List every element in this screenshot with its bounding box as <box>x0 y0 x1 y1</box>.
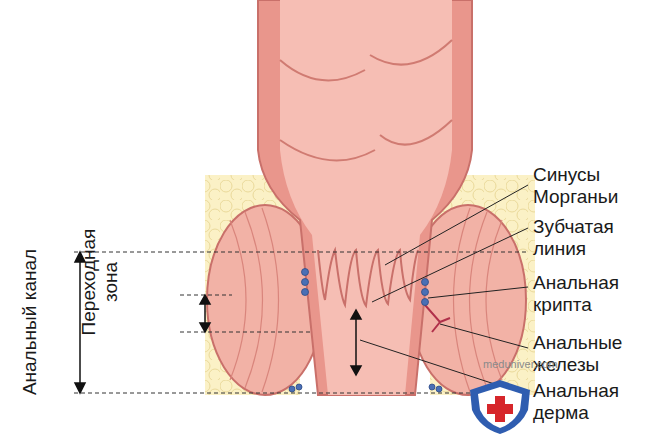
dimension-label: Анальный канал <box>19 247 41 397</box>
part-label: Зубчатая линия <box>533 216 657 260</box>
part-label: Анальная дерма <box>533 380 657 424</box>
part-label: Синусы Морганьи <box>533 164 657 208</box>
watermark: meduniver.com <box>483 358 573 371</box>
part-label: Анальная крипта <box>533 272 657 316</box>
dimension-label: Переходная зона <box>78 222 122 342</box>
